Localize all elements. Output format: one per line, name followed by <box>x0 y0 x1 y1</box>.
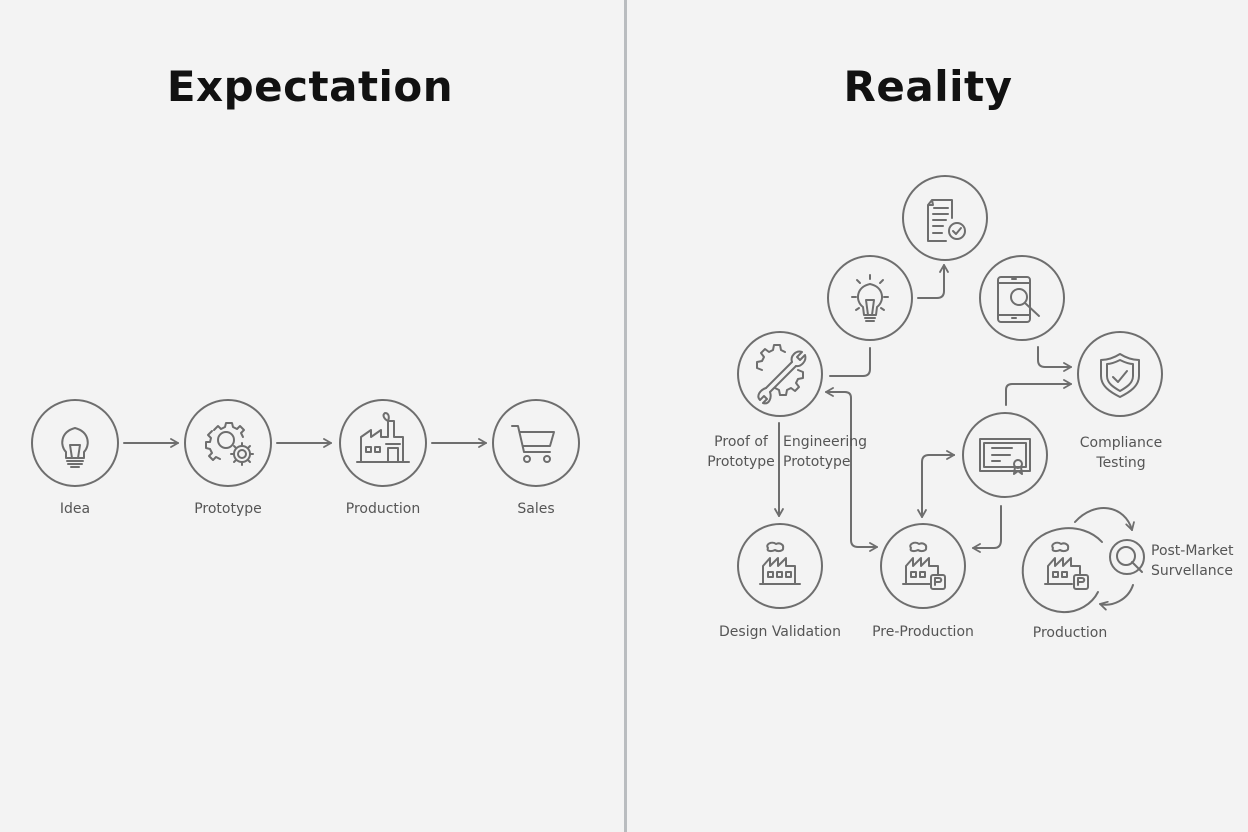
label-compliance-testing: Compliance Testing <box>1073 433 1169 473</box>
expectation-title: Expectation <box>166 62 454 111</box>
arrow-certificate-preproduction <box>917 454 955 518</box>
label-compliance-testing-line1: Compliance <box>1079 435 1163 451</box>
label-proof-of-prototype: Proof of Prototype <box>703 432 779 472</box>
step-label-sales: Sales <box>517 501 555 517</box>
label-post-market-line2: Survellance <box>1151 563 1233 579</box>
reality-panel: Reality <box>627 0 1248 832</box>
factory-p-icon <box>1044 541 1089 590</box>
label-proof-of-prototype-line1: Proof of <box>714 434 768 450</box>
label-pre-production: Pre-Production <box>872 624 974 640</box>
factory-p-icon <box>902 541 946 590</box>
arrow-certificate-compliance <box>1005 379 1072 406</box>
connector-idea-gear <box>829 347 871 377</box>
prototype-node <box>184 399 272 487</box>
arrow-surveillance-production <box>1099 584 1134 611</box>
lightbulb-rays-icon <box>851 274 889 322</box>
reality-title: Reality <box>843 62 1013 111</box>
label-post-market-line1: Post-Market <box>1151 543 1234 559</box>
label-compliance-testing-line2: Testing <box>1096 455 1146 471</box>
document-node <box>902 175 988 261</box>
post-market-surveillance-node <box>1109 539 1145 575</box>
label-engineering-prototype-line1: Engineering <box>783 434 867 450</box>
magnifier-icon <box>1116 546 1143 573</box>
idea-node <box>31 399 119 487</box>
label-proof-of-prototype-line2: Prototype <box>707 454 775 470</box>
design-validation-node <box>737 523 823 609</box>
shopping-cart-icon <box>511 425 555 463</box>
shield-check-icon <box>1100 353 1140 398</box>
arrow-engineering-to-gear <box>825 387 852 509</box>
factory-icon <box>759 541 801 585</box>
arrow-engineering-preproduction <box>850 507 878 552</box>
panel-divider <box>624 0 627 832</box>
label-engineering-prototype-line2: Prototype <box>783 454 851 470</box>
gear-wrench-icon <box>756 344 807 405</box>
step-label-prototype: Prototype <box>194 501 262 517</box>
expectation-panel: Expectation <box>31 62 580 517</box>
label-design-validation: Design Validation <box>719 624 841 640</box>
label-engineering-prototype: Engineering Prototype <box>783 432 867 472</box>
gears-icon <box>205 422 254 466</box>
idea-node <box>827 255 913 341</box>
proof-of-prototype-node <box>737 331 823 417</box>
sales-node <box>492 399 580 487</box>
step-label-production: Production <box>345 501 421 517</box>
factory-icon <box>356 412 410 463</box>
tablet-search-icon <box>997 276 1040 323</box>
step-label-idea: Idea <box>59 501 91 517</box>
production-node <box>339 399 427 487</box>
lightbulb-icon <box>61 427 89 468</box>
production-arc <box>1021 527 1103 614</box>
pre-production-node <box>880 523 966 609</box>
arrow-production-surveillance <box>1074 507 1135 531</box>
production-node <box>1021 527 1103 614</box>
label-post-market-surveillance: Post-Market Survellance <box>1151 541 1241 581</box>
certificate-node <box>962 412 1048 498</box>
compliance-testing-node <box>1077 331 1163 417</box>
device-inspection-node <box>979 255 1065 341</box>
certificate-icon <box>979 438 1031 475</box>
arrow-idea-document <box>917 264 949 299</box>
label-production: Production <box>1032 625 1108 641</box>
arrow-device-compliance <box>1037 346 1072 372</box>
document-check-icon <box>927 199 966 242</box>
arrow-certificate-preproduction-2 <box>972 505 1002 553</box>
